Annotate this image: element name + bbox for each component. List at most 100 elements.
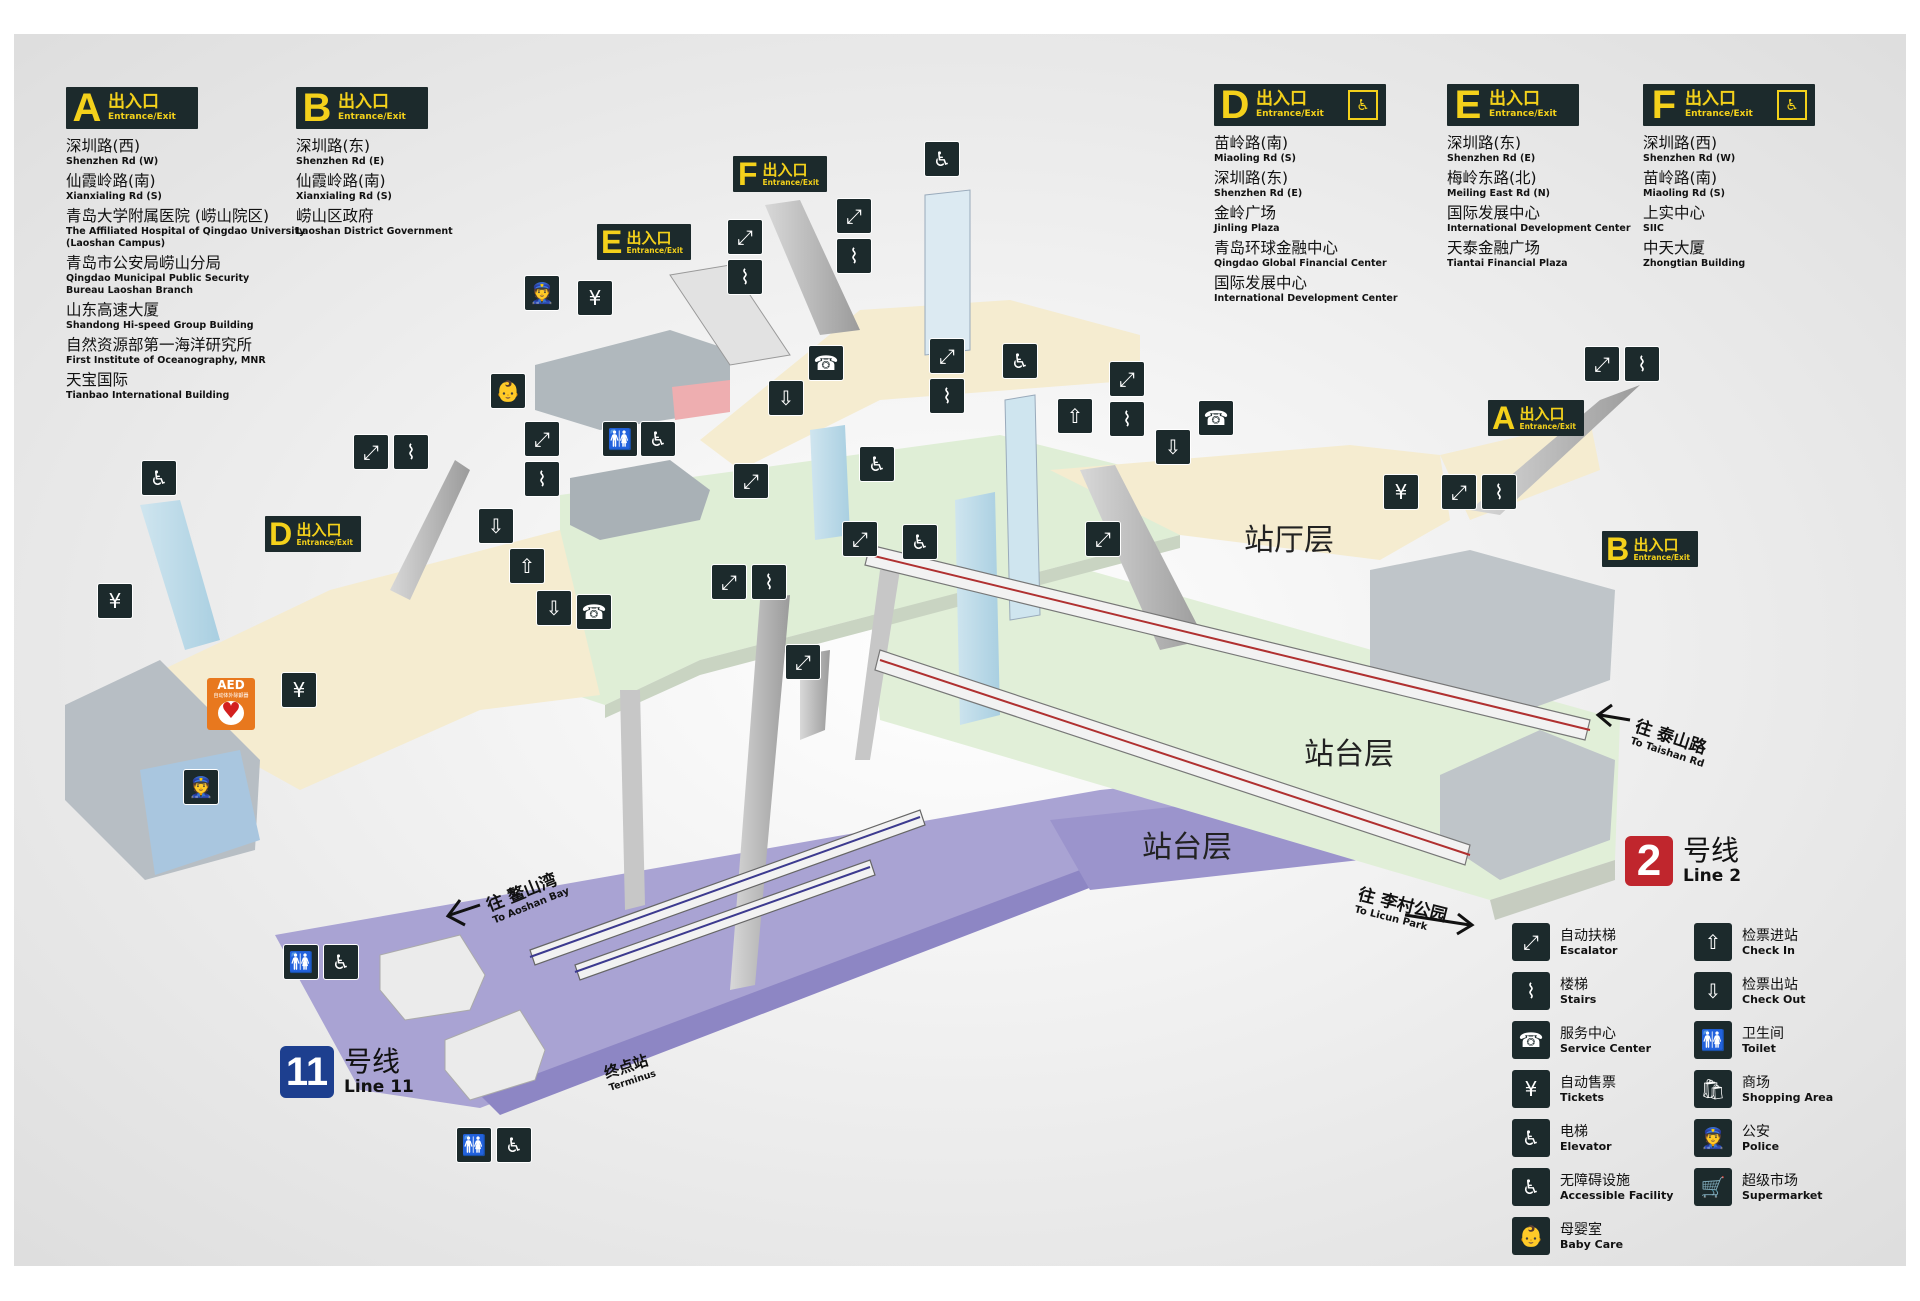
line-11-en: Line 11 <box>344 1077 414 1097</box>
escalator-icon: ⤢ <box>727 219 763 255</box>
baby-care-icon: 👶 <box>1512 1217 1550 1255</box>
escalator-north-f <box>765 200 860 335</box>
exit-label-en: Entrance/Exit <box>338 112 406 122</box>
escalator-icon: ⤢ <box>353 434 389 470</box>
shopping-icon: 🛍 <box>1694 1070 1732 1108</box>
exit-e-destinations: 深圳路(东)Shenzhen Rd (E) 梅岭东路(北)Meiling Eas… <box>1447 134 1631 270</box>
legend-label-cn: 无障碍设施 <box>1560 1172 1630 1189</box>
escalator-icon: ⤢ <box>711 564 747 600</box>
line2-platform <box>870 565 1620 900</box>
destination: 青岛大学附属医院 (崂山院区)The Affiliated Hospital o… <box>66 207 306 249</box>
line-11-cn: 号线 <box>344 1045 401 1078</box>
concourse-level-label: 站厅层 <box>1244 523 1334 558</box>
exit-d-destinations: 苗岭路(南)Miaoling Rd (S) 深圳路(东)Shenzhen Rd … <box>1214 134 1398 305</box>
elevator-icon: ♿ <box>1512 1119 1550 1157</box>
legend-label-cn: 楼梯 <box>1560 976 1588 993</box>
block-east-right <box>1440 730 1615 880</box>
escalator-icon: ⤢ <box>733 463 769 499</box>
exit-f-badge: F 出入口 Entrance/Exit ♿ <box>1643 84 1815 126</box>
check-out-icon: ⇩ <box>1155 429 1191 465</box>
exit-label-cn: 出入口 <box>762 160 808 179</box>
stairs-north-e <box>669 264 791 366</box>
legend-label-en: Accessible Facility <box>1560 1188 1674 1202</box>
block-southwest-2 <box>444 1009 546 1101</box>
passage-east <box>1050 445 1450 560</box>
legend-label-en: Shopping Area <box>1742 1090 1834 1104</box>
stairs-icon: ⌇ <box>1624 346 1660 382</box>
block-north-pink <box>672 380 730 420</box>
arrow-to-taishan-rd <box>1595 703 1631 728</box>
escalator-icon: ⤢ <box>524 421 560 457</box>
legend-label-en: Check In <box>1742 943 1795 957</box>
stairs-icon: ⌇ <box>836 238 872 274</box>
exit-a-badge: A 出入口 Entrance/Exit <box>66 87 198 129</box>
destination: 深圳路(东)Shenzhen Rd (E) <box>1447 134 1536 164</box>
legend-label-en: Service Center <box>1560 1041 1652 1055</box>
exit-label-cn: 出入口 <box>1489 89 1540 109</box>
service-center-icon: ☎ <box>576 594 612 630</box>
legend-label-en: Stairs <box>1560 992 1597 1006</box>
exit-letter: B <box>302 86 332 130</box>
aed-heart-icon: ♥ <box>218 701 244 725</box>
stairs-icon: ⌇ <box>1512 972 1550 1010</box>
legend-label-en: Check Out <box>1742 992 1806 1006</box>
destination: 深圳路(西)Shenzhen Rd (W) <box>66 137 159 167</box>
line-11-number: 11 <box>280 1046 334 1098</box>
police-icon: 👮 <box>524 275 560 311</box>
exit-b-badge: B 出入口 Entrance/Exit <box>296 87 428 129</box>
escalator-icon: ⤢ <box>1512 923 1550 961</box>
train-line11-lower <box>574 859 876 981</box>
exit-label-cn: 出入口 <box>338 92 389 112</box>
escalator-icon: ⤢ <box>842 521 878 557</box>
legend-label-en: Escalator <box>1560 943 1618 957</box>
exit-label-cn: 出入口 <box>296 520 342 539</box>
exit-label-en: Entrance/Exit <box>762 177 819 187</box>
toilet-icon: 🚻 <box>1694 1021 1732 1059</box>
stairs-icon: ⌇ <box>929 378 965 414</box>
legend-label-cn: 自动售票 <box>1560 1074 1616 1091</box>
stairs-icon: ⌇ <box>727 259 763 295</box>
exit-label-cn: 出入口 <box>1256 89 1307 109</box>
pillar-elevator-west <box>140 500 220 650</box>
stairs-icon: ⌇ <box>751 564 787 600</box>
stairs-icon: ⌇ <box>393 434 429 470</box>
stairs-icon: ⌇ <box>524 461 560 497</box>
train-line2-lower <box>874 649 1471 866</box>
check-in-icon: ⇧ <box>509 548 545 584</box>
exit-b-destinations: 深圳路(东)Shenzhen Rd (E) 仙霞岭路(南)Xianxialing… <box>296 137 453 238</box>
exit-label-en: Entrance/Exit <box>1256 109 1324 119</box>
block-center <box>570 460 710 540</box>
supermarket-icon: 🛒 <box>1694 1168 1732 1206</box>
legend-label-en: Baby Care <box>1560 1237 1624 1251</box>
line2-platform-side <box>1490 860 1615 920</box>
destination: 深圳路(西)Shenzhen Rd (W) <box>1643 134 1736 164</box>
legend-label-cn: 超级市场 <box>1742 1172 1798 1189</box>
legend-label-en: Police <box>1742 1139 1780 1153</box>
train-line11-upper <box>529 809 926 966</box>
exit-label-en: Entrance/Exit <box>626 245 683 255</box>
destination: 深圳路(东)Shenzhen Rd (E) <box>1214 169 1303 199</box>
exit-label-cn: 出入口 <box>1685 89 1736 109</box>
escalator-icon: ⤢ <box>785 644 821 680</box>
exit-e-info: E 出入口 Entrance/Exit 深圳路(东)Shenzhen Rd (E… <box>1447 84 1631 274</box>
exit-letter: F <box>1651 83 1677 127</box>
exit-d-badge: D 出入口 Entrance/Exit ♿ <box>1214 84 1386 126</box>
pillar-center-2 <box>955 492 1000 725</box>
service-center-icon: ☎ <box>808 345 844 381</box>
block-southwest-1 <box>379 934 486 1021</box>
destination: 梅岭东路(北)Meiling East Rd (N) <box>1447 169 1550 199</box>
exit-letter: B <box>1606 531 1630 567</box>
